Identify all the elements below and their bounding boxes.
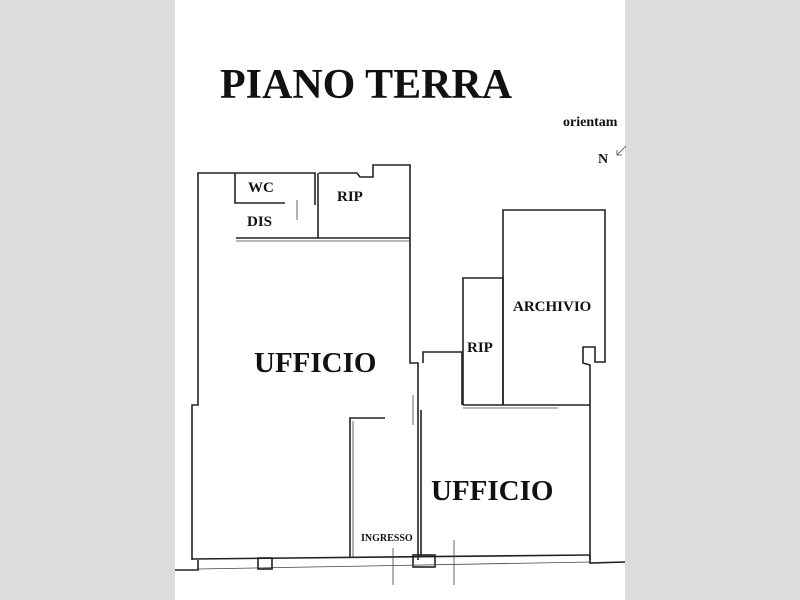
room-label-ufficio-right: UFFICIO [431, 475, 553, 507]
floor-plan-sheet [175, 0, 625, 600]
plan-title: PIANO TERRA [220, 62, 513, 108]
north-arrow-icon [616, 145, 627, 156]
room-label-ufficio-left: UFFICIO [254, 347, 376, 379]
orientation-label: orientam [563, 115, 618, 130]
north-label: N [598, 152, 608, 167]
room-label-rip-top: RIP [337, 189, 363, 205]
room-label-rip-middle: RIP [467, 340, 493, 356]
room-label-archivio: ARCHIVIO [513, 299, 591, 315]
room-label-wc: WC [248, 180, 274, 196]
room-label-ingresso: INGRESSO [361, 533, 413, 544]
room-label-dis: DIS [247, 214, 272, 230]
walls [175, 164, 626, 585]
